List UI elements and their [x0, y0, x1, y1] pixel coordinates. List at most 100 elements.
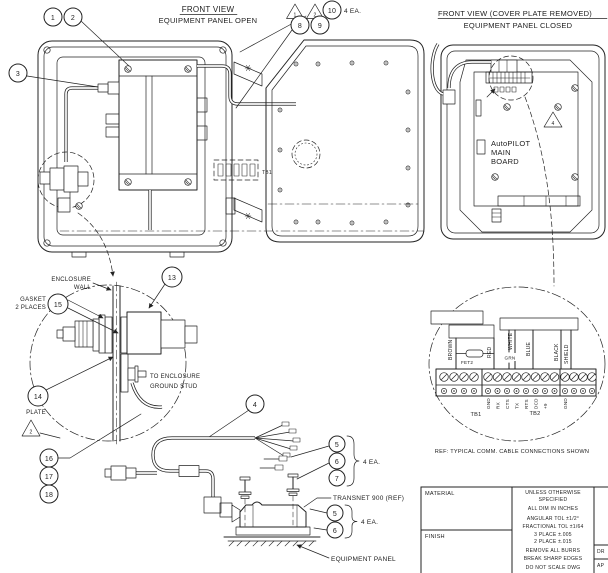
device-mount-base: [235, 526, 311, 536]
right-view: FRONT VIEW (COVER PLATE REMOVED) EQUIPME…: [430, 9, 608, 287]
pin-label-rx: RX: [496, 402, 501, 409]
main-board: 4 AutoPILOT MAIN BOARD: [473, 55, 581, 223]
qty-note-top: 4 EA.: [344, 8, 361, 15]
hinge-top: [233, 61, 263, 87]
transformer-assembly: [105, 59, 208, 191]
transnet-device: [223, 473, 321, 547]
svg-text:UNLESS OTHERWISE: UNLESS OTHERWISE: [525, 490, 581, 496]
tb2-label: TB2: [529, 411, 540, 417]
svg-text:18: 18: [45, 492, 53, 499]
comm-connector: [490, 59, 518, 73]
detail-circle: [29, 284, 187, 442]
wires: [455, 329, 572, 370]
svg-text:10: 10: [328, 8, 336, 15]
svg-text:16: 16: [45, 456, 53, 463]
mounting-screw-a: [238, 476, 252, 527]
callout-6: 6: [328, 452, 346, 470]
left-view: FRONT VIEW EQUIPMENT PANEL OPEN: [8, 0, 425, 277]
flag-note-4: 4: [543, 111, 563, 128]
board-name-3: BOARD: [491, 157, 519, 166]
tb1-label: TB1: [470, 412, 481, 418]
gasket-left: [104, 316, 113, 354]
right-view-title: FRONT VIEW (COVER PLATE REMOVED): [438, 9, 592, 18]
pin-label-tx: TX: [515, 403, 520, 409]
svg-text:REMOVE ALL BURRS: REMOVE ALL BURRS: [526, 548, 581, 554]
enclosure-wall-label-1: ENCLOSURE: [51, 277, 91, 283]
enclosure-door: [59, 39, 425, 243]
wire-label-blue: BLUE: [526, 342, 532, 356]
board-terminal-teeth: [488, 71, 526, 84]
svg-text:ALL DIM IN INCHES: ALL DIM IN INCHES: [528, 506, 579, 512]
svg-text:6: 6: [335, 459, 339, 466]
fet2-component: [465, 349, 484, 358]
board-name-1: AutoPILOT: [491, 139, 531, 148]
leader-group2-b: [313, 527, 328, 531]
wire-label-white: WHITE: [508, 332, 514, 350]
svg-text:2: 2: [29, 430, 32, 436]
cable-ferrule: [178, 465, 200, 477]
callout-10: 10: [322, 0, 342, 20]
fet2-label: FET2: [461, 360, 473, 365]
callout-13: 13: [161, 266, 183, 288]
callout-3: 3: [8, 63, 28, 83]
leader-callout-14: [45, 356, 114, 391]
leader-callout-3: [26, 75, 99, 88]
spec-notes: UNLESS OTHERWISE SPECIFIED ALL DIM IN IN…: [522, 490, 583, 571]
bulkhead-detail: [56, 311, 198, 355]
svg-text:1: 1: [51, 15, 55, 22]
callout-9: 9: [310, 15, 330, 35]
callout-2: 2: [63, 7, 83, 27]
leader-group1-b: [296, 462, 330, 480]
approved-label: AP: [597, 563, 605, 569]
svg-text:FRACTIONAL TOL ±1/64: FRACTIONAL TOL ±1/64: [522, 524, 583, 530]
ground-stud-label-2: GROUND STUD: [150, 384, 198, 390]
svg-text:3 PLACE ±.005: 3 PLACE ±.005: [534, 532, 572, 538]
callout-6b: 6: [326, 521, 344, 539]
detail-source-circle-right: [488, 55, 534, 101]
callout-18: 18: [39, 484, 59, 504]
callout-1: 1: [43, 7, 63, 27]
svg-text:5: 5: [335, 442, 339, 449]
panel-hatch: [228, 540, 315, 547]
wire-label-brown: BROWN: [448, 339, 454, 360]
leader-callout-8: [235, 29, 293, 109]
bulkhead-connector: [37, 151, 115, 277]
svg-text:5: 5: [333, 511, 337, 518]
wire-label-grn: GRN: [505, 356, 516, 361]
svg-text:2 PLACE ±.015: 2 PLACE ±.015: [534, 539, 572, 545]
leader-enclosure-wall: [92, 282, 112, 291]
cable-connector-left: [110, 465, 127, 481]
ground-stud-label-1: TO ENCLOSURE: [150, 374, 200, 380]
svg-text:BREAK SHARP EDGES: BREAK SHARP EDGES: [524, 556, 583, 562]
mounting-screw-b: [286, 473, 300, 527]
cable-gland: [442, 89, 456, 105]
connector-detail-view: ENCLOSURE WALL 13 GASKET 2 PLACES 15 TO …: [15, 266, 200, 504]
leader-callout-13: [148, 283, 166, 309]
left-view-subtitle: EQUIPMENT PANEL OPEN: [159, 16, 258, 25]
gasket-label-1: GASKET: [20, 297, 46, 303]
svg-text:7: 7: [335, 476, 339, 483]
callout-14: 14: [27, 385, 49, 407]
svg-text:3: 3: [16, 71, 20, 78]
callout-7: 7: [328, 469, 346, 487]
leader-flag-2: [39, 432, 61, 439]
gasket-right: [120, 316, 128, 354]
brace-group-2: [344, 504, 358, 539]
ground-stud: [120, 353, 163, 409]
title-block: MATERIAL FINISH UNLESS OTHERWISE SPECIFI…: [420, 486, 608, 573]
brace-group-1: [346, 435, 360, 487]
svg-text:15: 15: [54, 302, 62, 309]
svg-text:4: 4: [253, 402, 257, 409]
svg-text:4: 4: [551, 121, 554, 127]
svg-text:DO NOT SCALE DWG: DO NOT SCALE DWG: [526, 565, 581, 571]
pin-label-plus9: +9: [543, 403, 548, 409]
group-2-qty: 4 EA.: [361, 519, 378, 526]
finish-label: FINISH: [425, 534, 445, 540]
svg-text:1: 1: [293, 13, 296, 19]
leader-equipment-panel: [296, 544, 330, 559]
transnet-label: TRANSNET 900 (REF): [333, 495, 404, 502]
right-view-cable: [430, 43, 491, 105]
svg-text:8: 8: [298, 23, 302, 30]
enclosure-wall-label-2: WALL: [74, 285, 92, 291]
